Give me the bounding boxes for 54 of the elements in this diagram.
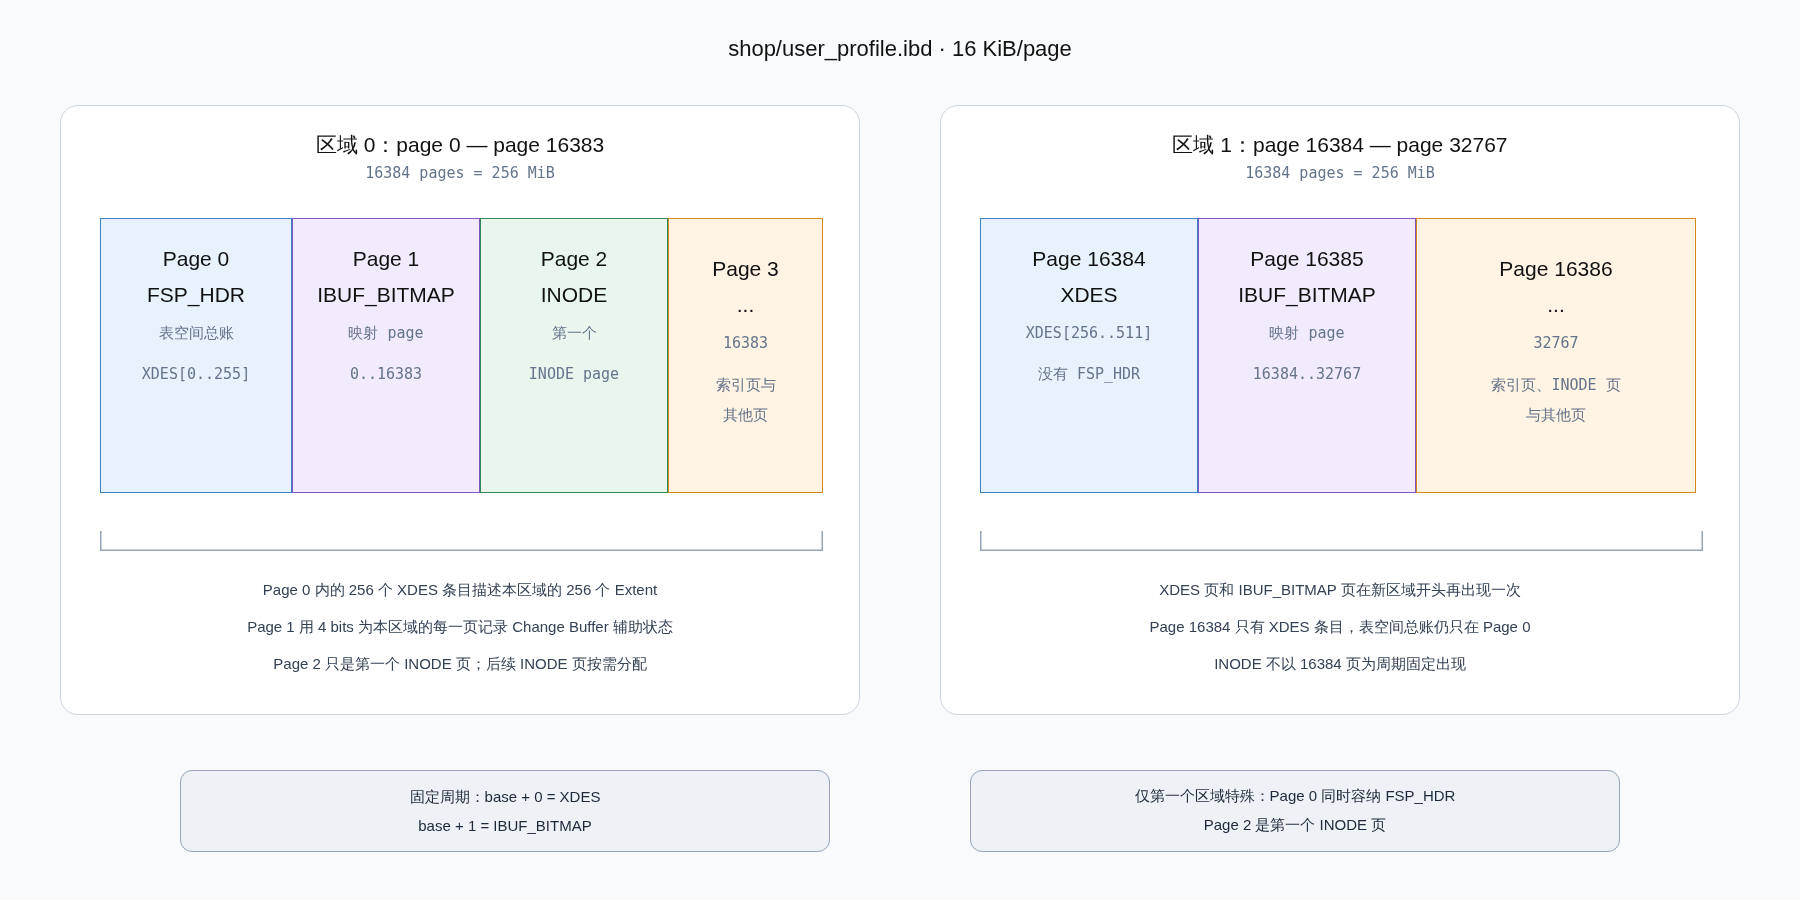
region-note: INODE 不以 16384 页为周期固定出现 [1213,655,1467,674]
page-number: Page 3 [712,257,779,281]
page-block [668,218,823,493]
page-detail: 索引页、INODE 页与其他页 [1490,374,1622,426]
note-text: 仅第一个区域特殊：Page 0 同时容纳 FSP_HDR [1134,787,1456,806]
page-detail: 32767 [1533,333,1579,354]
region-panel [60,105,860,715]
region-title: 区域 1：page 16384 — page 32767 [1171,132,1509,158]
region-note: Page 1 用 4 bits 为本区域的每一页记录 Change Buffer 辅助状态 [246,618,674,637]
page-number: Page 16385 [1250,247,1364,271]
page-detail: XDES[0..255] [141,363,251,385]
page-type: IBUF_BITMAP [317,283,455,307]
page-type: FSP_HDR [147,283,245,307]
page-detail: 0..16383 [349,363,423,385]
page-detail: XDES[256..511] [1025,323,1153,344]
page-block [980,218,1198,493]
page-detail: 16384..32767 [1252,363,1362,385]
page-type: ... [1547,293,1565,317]
note-text: base + 1 = IBUF_BITMAP [418,817,592,834]
diagram-title: shop/user_profile.ibd · 16 KiB/page [727,36,1073,62]
page-block [1416,218,1696,493]
region-title: 区域 0：page 0 — page 16383 [314,132,606,158]
region-size: 16384 pages = 256 MiB [364,164,556,182]
region-note: Page 2 只是第一个 INODE 页；后续 INODE 页按需分配 [272,655,648,674]
region-panel [940,105,1740,715]
note-box [180,770,830,852]
page-number: Page 0 [162,247,230,271]
note-text: 固定周期：base + 0 = XDES [409,788,601,807]
page-detail: INODE page [528,363,620,385]
page-number: Page 1 [352,247,420,271]
page-detail: 16383 [722,333,769,354]
region-note: XDES 页和 IBUF_BITMAP 页在新区域开头再出现一次 [1158,581,1522,600]
page-number: Page 2 [540,247,608,271]
page-block [100,218,292,493]
page-detail: 映射 page [348,323,424,344]
page-type: IBUF_BITMAP [1238,283,1376,307]
page-block [292,218,480,493]
page-block [1198,218,1416,493]
page-detail: 没有 FSP_HDR [1037,363,1141,385]
note-text: Page 2 是第一个 INODE 页 [1203,816,1387,835]
page-detail: 索引页与其他页 [715,374,776,426]
page-type: ... [736,293,755,317]
region-note: Page 16384 只有 XDES 条目，表空间总账仍只在 Page 0 [1148,618,1532,637]
page-detail: 映射 page [1269,323,1345,344]
page-number: Page 16386 [1499,257,1613,281]
page-type: INODE [540,283,608,307]
page-type: XDES [1060,283,1118,307]
region-note: Page 0 内的 256 个 XDES 条目描述本区域的 256 个 Extent [261,581,659,600]
page-number: Page 16384 [1032,247,1146,271]
page-block [480,218,668,493]
page-detail: 表空间总账 [158,323,234,344]
note-box [970,770,1620,852]
region-size: 16384 pages = 256 MiB [1244,164,1436,182]
page-detail: 第一个 [551,323,597,344]
